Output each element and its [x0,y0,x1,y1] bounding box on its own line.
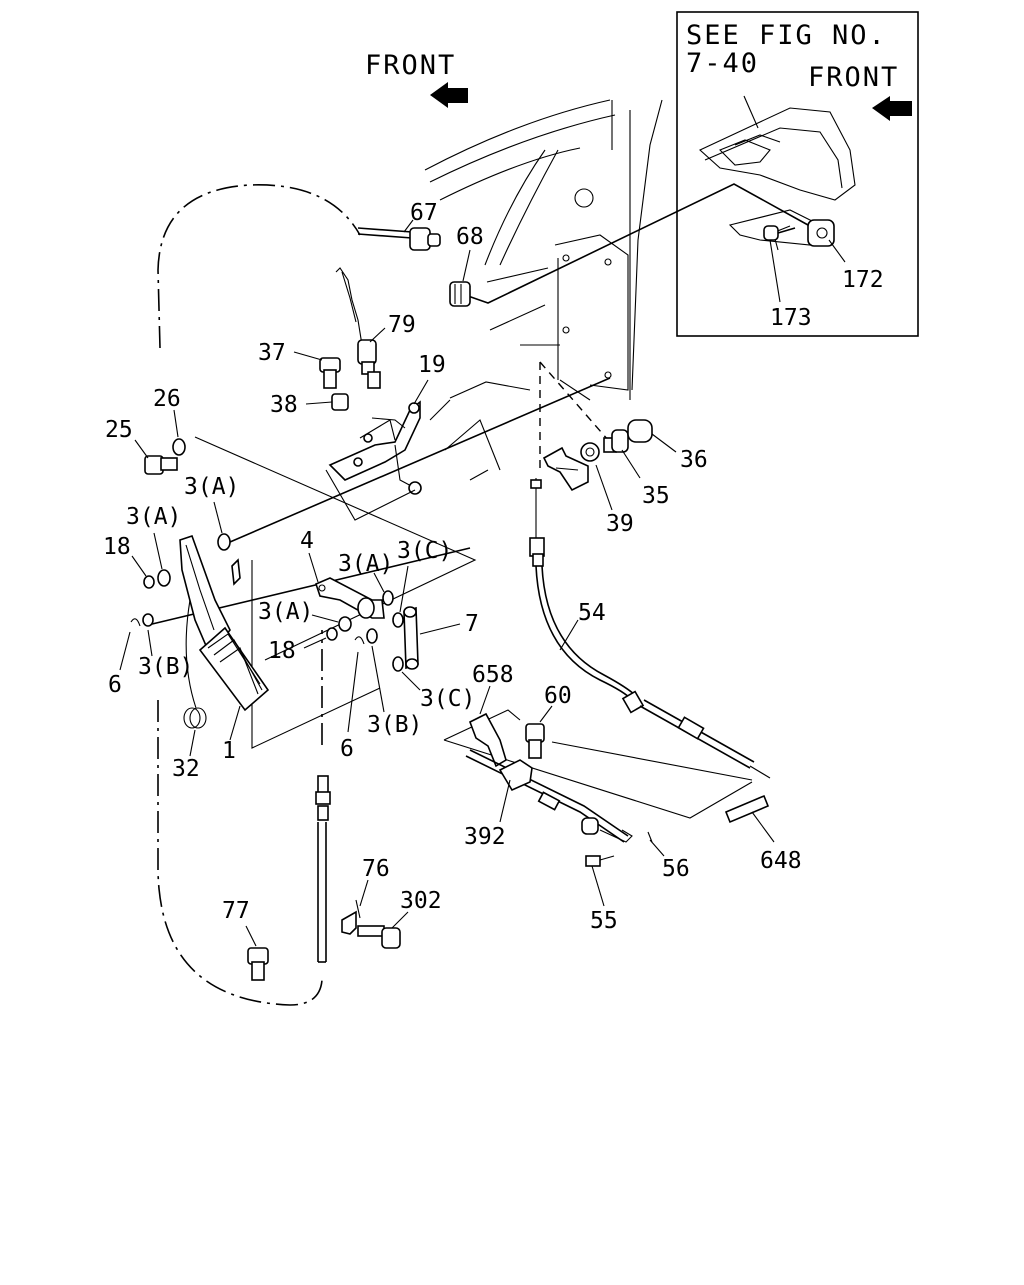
front-arrow-icon [430,82,468,108]
callout-32: 32 [172,756,200,782]
dash-panel-outline [424,99,663,481]
callout-658: 658 [472,662,514,688]
part-6-clip [354,636,365,645]
callout-3a-lower: 3(A) [258,599,313,625]
inset-front-label: FRONT [808,62,899,93]
part-37-bolt [319,357,341,389]
callout-302: 302 [400,888,442,914]
part-19-bracket [328,400,422,495]
part-3a-washer [157,569,171,587]
callout-3b-left: 3(B) [138,654,193,680]
callout-3b-center: 3(B) [367,712,422,738]
part-25-bolt [144,455,178,475]
routing-line-top [157,184,361,349]
mount-plate-outline [325,469,416,521]
callout-392: 392 [464,824,506,850]
part-60-bolt [525,723,545,759]
callout-3a-top: 3(A) [184,474,239,500]
callout-67: 67 [410,200,438,226]
callout-18-lower: 18 [268,638,296,664]
part-18-nut [326,627,338,641]
inset-see-fig-text: SEE FIG NO. [686,20,887,51]
callout-55: 55 [590,908,618,934]
callout-6-left: 6 [108,672,122,698]
callout-35: 35 [642,483,670,509]
callout-39: 39 [606,511,634,537]
cable-assembly-outline [551,741,753,781]
routing-line-bottom [157,700,323,1006]
part-18-nut [143,575,155,589]
part-55-pin [585,855,615,867]
part-77-bolt [247,947,269,981]
part-302-bolt [357,925,401,949]
part-648-sleeve [724,794,770,824]
callout-60: 60 [544,683,572,709]
guide-line [539,361,616,449]
part-79-switch [335,267,381,389]
part-32-spring [183,599,207,729]
callout-37: 37 [258,340,286,366]
callout-648: 648 [760,848,802,874]
part-3b-bushing [366,628,378,644]
part-35-bolt [603,429,629,453]
callout-6-center: 6 [340,736,354,762]
part-38-nut [331,393,349,411]
inset-detail-box: SEE FIG NO. 7-40 FRONT 172 173 [676,11,919,337]
callout-172: 172 [842,267,884,293]
part-4-lever [315,577,385,619]
callout-3c-top: 3(C) [397,538,452,564]
part-39-grommet [580,442,600,462]
part-392-cable-end [465,749,653,843]
inset-fig-number: 7-40 [686,48,759,79]
callout-77: 77 [222,898,250,924]
part-3a-washer [217,533,231,551]
callout-3a-center: 3(A) [338,551,393,577]
part-54-throttle-cable [529,478,771,779]
part-36-cap [627,419,653,443]
callout-56: 56 [662,856,690,882]
part-1-accelerator-pedal [179,534,270,712]
part-39-bracket [542,446,589,492]
mount-plate-outline [194,436,477,661]
part-26-washer [172,438,186,456]
part-7-link-rod [403,606,419,670]
part-658-clip [468,712,507,768]
callout-3a-left: 3(A) [126,504,181,530]
callout-1: 1 [222,738,236,764]
part-6-clip [130,618,141,627]
callout-18-left: 18 [103,534,131,560]
callout-68: 68 [456,224,484,250]
callout-7: 7 [465,611,479,637]
callout-79: 79 [388,312,416,338]
callout-26: 26 [153,386,181,412]
front-label: FRONT [365,50,456,81]
pedal-frame-outline [251,560,381,749]
callout-3c-lower: 3(C) [420,686,475,712]
pedal-cable-lower [315,775,331,963]
callout-54: 54 [578,600,606,626]
part-3c-bushing [392,612,404,628]
part-76-clip [341,899,361,935]
callout-36: 36 [680,447,708,473]
callout-173: 173 [770,305,812,331]
part-3a-washer [382,590,394,606]
callout-25: 25 [105,417,133,443]
callout-76: 76 [362,856,390,882]
callout-19: 19 [418,352,446,378]
pivot-axis-line [229,377,611,543]
part-68-nut [449,281,471,307]
inset-front-arrow-icon [872,96,912,121]
part-3a-washer [338,616,352,632]
callout-4: 4 [300,528,314,554]
cable-assembly-outline [443,709,521,741]
part-67-stud [357,227,441,251]
callout-38: 38 [270,392,298,418]
part-3b-bushing [142,613,154,627]
part-3c-bushing [392,656,404,672]
